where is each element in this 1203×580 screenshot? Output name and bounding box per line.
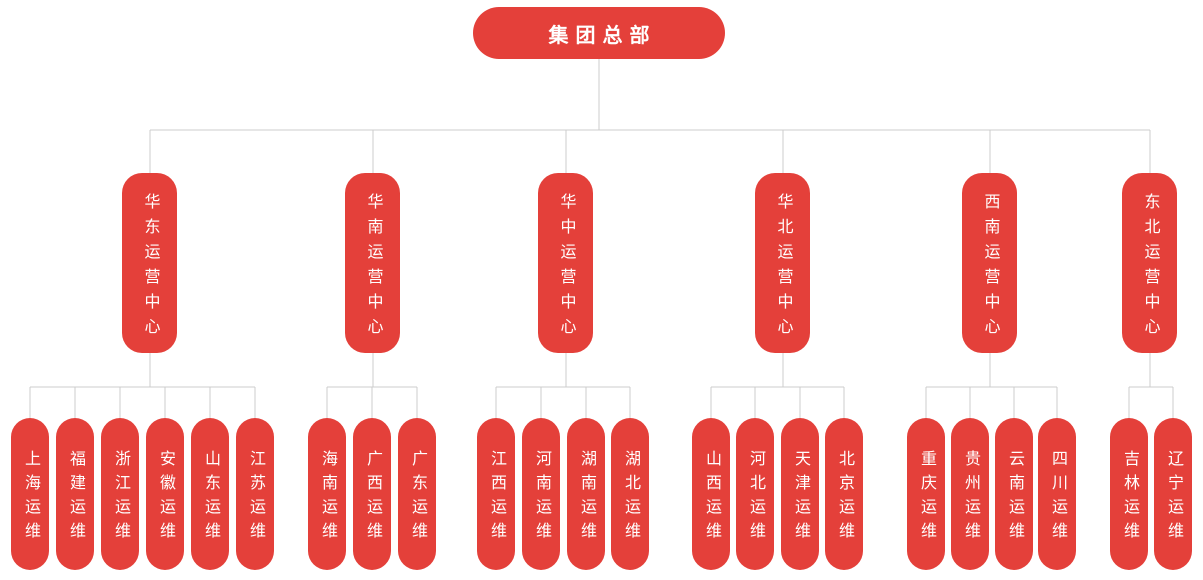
org-leaf-node[interactable]: 浙江运维: [101, 418, 139, 570]
org-leaf-node[interactable]: 贵州运维: [951, 418, 989, 570]
org-leaf-node[interactable]: 海南运维: [308, 418, 346, 570]
org-leaf-node[interactable]: 福建运维: [56, 418, 94, 570]
org-leaf-node[interactable]: 云南运维: [995, 418, 1033, 570]
org-leaf-node[interactable]: 江苏运维: [236, 418, 274, 570]
org-leaf-node[interactable]: 广东运维: [398, 418, 436, 570]
org-leaf-node[interactable]: 辽宁运维: [1154, 418, 1192, 570]
org-center-node-north-china[interactable]: 华北运营中心: [755, 173, 810, 353]
org-center-node-northeast-china[interactable]: 东北运营中心: [1122, 173, 1177, 353]
org-leaf-node[interactable]: 湖北运维: [611, 418, 649, 570]
org-leaf-node[interactable]: 湖南运维: [567, 418, 605, 570]
org-leaf-node[interactable]: 安徽运维: [146, 418, 184, 570]
org-center-node-east-china[interactable]: 华东运营中心: [122, 173, 177, 353]
org-leaf-node[interactable]: 河北运维: [736, 418, 774, 570]
org-leaf-node[interactable]: 山东运维: [191, 418, 229, 570]
org-center-node-south-china[interactable]: 华南运营中心: [345, 173, 400, 353]
org-leaf-node[interactable]: 北京运维: [825, 418, 863, 570]
org-leaf-node[interactable]: 吉林运维: [1110, 418, 1148, 570]
org-root-node[interactable]: 集团总部: [473, 7, 725, 59]
org-center-node-southwest-china[interactable]: 西南运营中心: [962, 173, 1017, 353]
org-center-node-central-china[interactable]: 华中运营中心: [538, 173, 593, 353]
org-leaf-node[interactable]: 山西运维: [692, 418, 730, 570]
org-leaf-node[interactable]: 天津运维: [781, 418, 819, 570]
org-leaf-node[interactable]: 广西运维: [353, 418, 391, 570]
org-leaf-node[interactable]: 河南运维: [522, 418, 560, 570]
org-leaf-node[interactable]: 江西运维: [477, 418, 515, 570]
org-leaf-node[interactable]: 四川运维: [1038, 418, 1076, 570]
org-leaf-node[interactable]: 重庆运维: [907, 418, 945, 570]
org-leaf-node[interactable]: 上海运维: [11, 418, 49, 570]
